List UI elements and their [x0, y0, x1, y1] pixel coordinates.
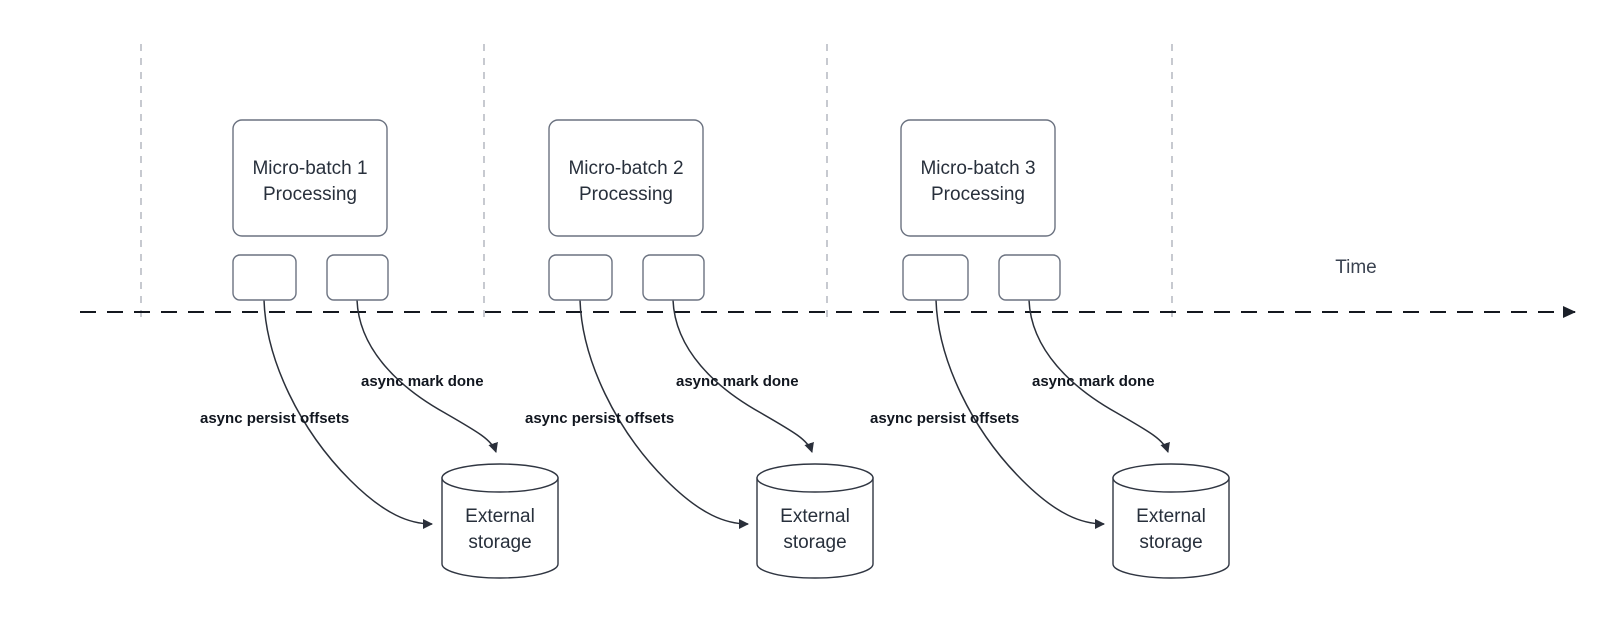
- micro-batch-box[interactable]: [548, 119, 704, 237]
- persist-offsets-edge-label: async persist offsets: [525, 410, 674, 427]
- external-storage-label-line1: External: [465, 506, 535, 527]
- time-axis-group: Time: [80, 257, 1576, 318]
- mark-done-edge[interactable]: [672, 299, 814, 453]
- mark-done-edge-label: async mark done: [1032, 373, 1155, 390]
- micro-batch-label-line2: Processing: [263, 184, 357, 205]
- external-storage-cylinder-top: [441, 463, 559, 493]
- persist-offsets-edge[interactable]: [935, 299, 1105, 529]
- external-storage-label-line2: storage: [783, 532, 846, 553]
- micro-batch-label-line1: Micro-batch 1: [252, 158, 367, 179]
- external-storage-cylinder-top: [756, 463, 874, 493]
- external-storage-cylinder-body[interactable]: [1112, 477, 1230, 579]
- mark-done-edge[interactable]: [356, 299, 498, 453]
- micro-batch-label-line1: Micro-batch 2: [568, 158, 683, 179]
- persist-offsets-task[interactable]: [232, 254, 297, 301]
- persist-offsets-task[interactable]: [902, 254, 969, 301]
- mark-done-edge-label: async mark done: [676, 373, 799, 390]
- persist-offsets-task[interactable]: [548, 254, 613, 301]
- tick-lines-group: [140, 44, 1173, 320]
- persist-offsets-edge[interactable]: [579, 299, 749, 529]
- external-storage-label-line1: External: [1136, 506, 1206, 527]
- mark-done-edge[interactable]: [1028, 299, 1170, 453]
- external-storage-label-line2: storage: [468, 532, 531, 553]
- micro-batch-label-line2: Processing: [579, 184, 673, 205]
- mark-done-edge-label: async mark done: [361, 373, 484, 390]
- persist-offsets-edge[interactable]: [263, 299, 433, 529]
- micro-batch-label-line2: Processing: [931, 184, 1025, 205]
- mark-done-task[interactable]: [642, 254, 705, 301]
- persist-offsets-edge-label: async persist offsets: [870, 410, 1019, 427]
- micro-batch-box[interactable]: [232, 119, 388, 237]
- external-storage-cylinder-top: [1112, 463, 1230, 493]
- time-axis-label: Time: [1335, 257, 1377, 278]
- external-storage-cylinder-body[interactable]: [441, 477, 559, 579]
- external-storage-label-line2: storage: [1139, 532, 1202, 553]
- micro-batch-label-line1: Micro-batch 3: [920, 158, 1035, 179]
- external-storage-label-line1: External: [780, 506, 850, 527]
- micro-batch-box[interactable]: [900, 119, 1056, 237]
- mark-done-task[interactable]: [326, 254, 389, 301]
- mark-done-task[interactable]: [998, 254, 1061, 301]
- external-storage-cylinder-body[interactable]: [756, 477, 874, 579]
- persist-offsets-edge-label: async persist offsets: [200, 410, 349, 427]
